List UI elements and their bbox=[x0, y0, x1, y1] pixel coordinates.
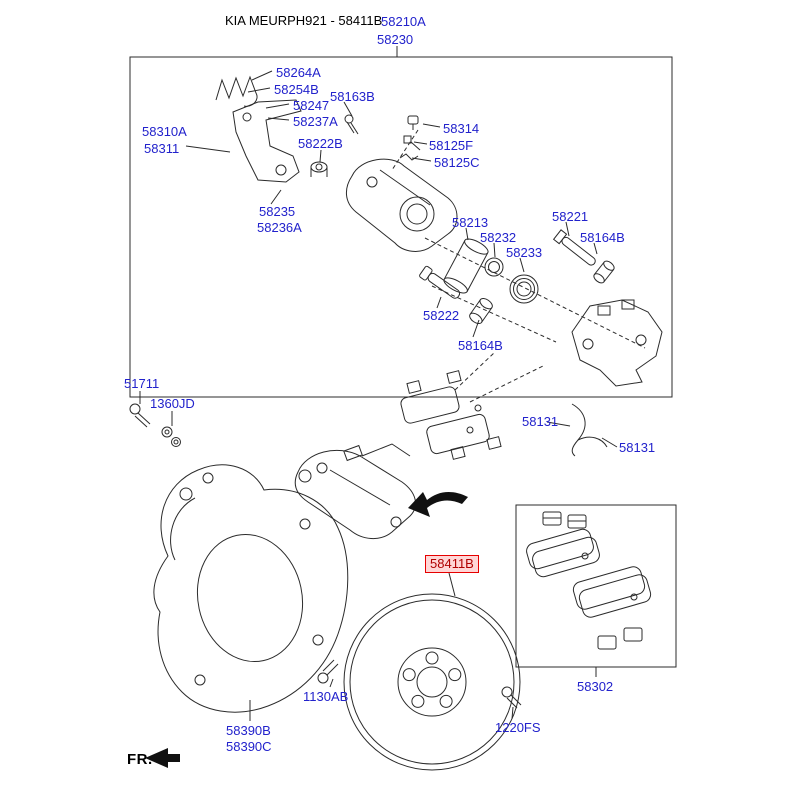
part-label-58125c[interactable]: 58125C bbox=[434, 155, 480, 170]
guide-rod-upper bbox=[552, 229, 596, 266]
bolt-1220fs bbox=[501, 686, 522, 709]
part-label-58390b[interactable]: 58390B bbox=[226, 723, 271, 738]
part-label-58131-right[interactable]: 58131 bbox=[619, 440, 656, 455]
exploded-axis-lines bbox=[391, 129, 646, 403]
part-label-58210a[interactable]: 58210A bbox=[381, 14, 426, 29]
part-label-58125f[interactable]: 58125F bbox=[429, 138, 474, 153]
wear-indicator-wire bbox=[571, 403, 608, 457]
caliper-assembly-box bbox=[129, 56, 673, 398]
guide-rod-lower bbox=[419, 265, 461, 299]
part-label-58237a[interactable]: 58237A bbox=[293, 114, 338, 129]
bolt-1130ab bbox=[317, 659, 339, 684]
fr-indicator: FR. bbox=[127, 751, 153, 768]
part-label-58314[interactable]: 58314 bbox=[443, 121, 480, 136]
direction-arrow bbox=[408, 491, 468, 517]
part-label-58310a[interactable]: 58310A bbox=[142, 124, 187, 139]
mount-bolt-51711 bbox=[129, 403, 151, 428]
caliper-assembled bbox=[294, 443, 417, 539]
lever-bracket bbox=[232, 99, 302, 183]
part-label-58221[interactable]: 58221 bbox=[552, 209, 589, 224]
part-label-58222b[interactable]: 58222B bbox=[298, 136, 343, 151]
piston-boot bbox=[509, 274, 539, 304]
part-label-58131-left[interactable]: 58131 bbox=[522, 414, 559, 429]
pad-kit-box bbox=[515, 504, 677, 668]
part-label-58254b[interactable]: 58254B bbox=[274, 82, 319, 97]
part-label-58213[interactable]: 58213 bbox=[452, 215, 489, 230]
part-label-58236a[interactable]: 58236A bbox=[257, 220, 302, 235]
piston bbox=[443, 238, 489, 294]
part-label-58390c[interactable]: 58390C bbox=[226, 739, 272, 754]
part-label-58235[interactable]: 58235 bbox=[259, 204, 296, 219]
bushing-58222b bbox=[310, 161, 328, 177]
part-label-58164b-upper[interactable]: 58164B bbox=[580, 230, 625, 245]
part-label-58163b[interactable]: 58163B bbox=[330, 89, 375, 104]
part-label-58233[interactable]: 58233 bbox=[506, 245, 543, 260]
part-label-58411b-selected[interactable]: 58411B bbox=[425, 555, 479, 574]
rotor-disc bbox=[343, 593, 521, 771]
part-label-58230[interactable]: 58230 bbox=[377, 32, 414, 47]
part-label-58247[interactable]: 58247 bbox=[293, 98, 330, 113]
part-label-58164b-lower[interactable]: 58164B bbox=[458, 338, 503, 353]
part-label-58232[interactable]: 58232 bbox=[480, 230, 517, 245]
piston-seal bbox=[484, 257, 504, 277]
part-label-1360jd[interactable]: 1360JD bbox=[150, 396, 195, 411]
pad-kit-contents bbox=[526, 511, 652, 650]
dust-shield bbox=[153, 464, 349, 713]
brake-pads-middle bbox=[400, 370, 502, 460]
part-label-58302[interactable]: 58302 bbox=[577, 679, 614, 694]
fr-arrow-icon bbox=[145, 748, 180, 768]
guide-bushing-right bbox=[593, 260, 615, 284]
carrier-bracket bbox=[571, 299, 663, 387]
guide-bushing-lower bbox=[469, 297, 493, 325]
diagram-title: KIA MEURPH921 - 58411B bbox=[225, 13, 383, 28]
washer-nut-1360jd bbox=[161, 426, 181, 447]
part-label-58311[interactable]: 58311 bbox=[144, 141, 180, 156]
part-label-51711[interactable]: 51711 bbox=[124, 376, 160, 391]
part-label-58264a[interactable]: 58264A bbox=[276, 65, 321, 80]
part-label-1130ab[interactable]: 1130AB bbox=[303, 689, 349, 704]
cap-bolt-clip-cluster bbox=[399, 115, 421, 161]
caliper-body bbox=[346, 158, 458, 252]
part-label-1220fs[interactable]: 1220FS bbox=[495, 720, 541, 735]
part-label-58222[interactable]: 58222 bbox=[423, 308, 460, 323]
bleeder-screw bbox=[344, 114, 359, 135]
leader-lines bbox=[139, 46, 618, 721]
